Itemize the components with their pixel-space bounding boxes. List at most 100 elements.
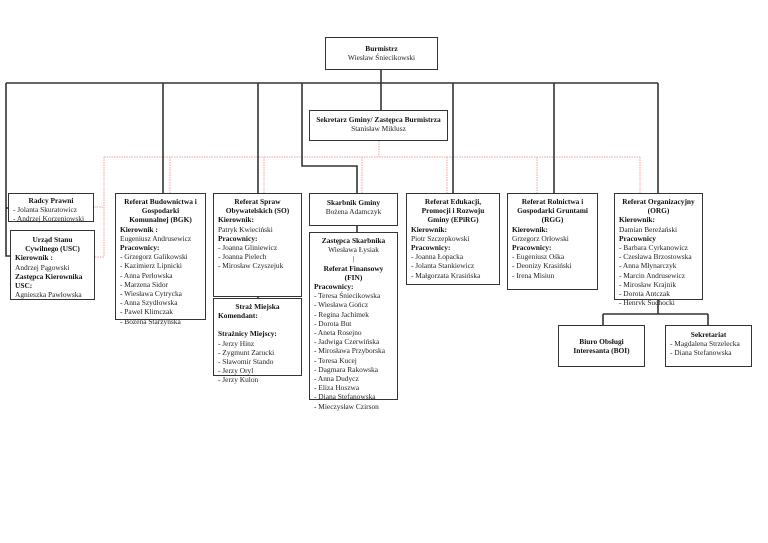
node-straz-miejska: Straż Miejska Komendant: Strażnicy Miejs…: [213, 298, 302, 384]
epirg-staff: - Małgorzata Krasińska: [411, 270, 481, 280]
straz-staff: - Sławomir Stando: [218, 357, 274, 367]
node-fin: Zastępca Skarbnika Wiesława Łysiak | Ref…: [309, 232, 398, 411]
so-head-label: Kierownik:: [218, 215, 254, 225]
bgk-head-label: Kierownik :: [120, 224, 158, 234]
bgk-staff: - Anna Perłowska: [120, 270, 173, 280]
fin-staff: - Eliza Hoszwa: [314, 383, 360, 393]
rgg-staff: - Irena Misiun: [512, 270, 555, 280]
org-staff: - Anna Młynarczyk: [619, 261, 677, 271]
rgg-head-label: Kierownik:: [512, 224, 548, 234]
epirg-head-label: Kierownik:: [411, 224, 447, 234]
so-staff: - Joanna Gliniewicz: [218, 243, 278, 253]
epirg-staff: - Joanna Łopacka: [411, 252, 464, 262]
epirg-staff-label: Pracownicy:: [411, 243, 451, 253]
fin-title: Referat Finansowy: [323, 263, 384, 273]
straz-staff: - Jerzy Oryl: [218, 366, 254, 376]
radcy-member: - Jolanta Skuratowicz: [13, 205, 78, 215]
node-burmistrz: Burmistrz Wiesław Śniecikowski: [325, 37, 438, 70]
black-line-to-usc: [5, 83, 10, 257]
rgg-head-name: Grzegorz Orłowski: [512, 233, 569, 243]
epirg-title: Promocji i Rozwoju: [421, 206, 485, 216]
node-sekretariat: Sekretariat - Magdalena Strzelecka - Dia…: [665, 325, 752, 367]
org-staff: - Mirosław Krajnik: [619, 279, 677, 289]
usc-deputy-label: USC:: [15, 281, 33, 291]
bgk-staff-label: Pracownicy:: [120, 243, 160, 253]
sekretariat-member: - Magdalena Strzelecka: [670, 339, 740, 349]
node-radcy-prawni: Radcy Prawni - Jolanta Skuratowicz - And…: [8, 193, 94, 224]
fin-staff: - Diana Stefanowska: [314, 392, 376, 402]
sekretarz-title: Sekretarz Gminy/ Zastępca Burmistrza: [316, 115, 441, 124]
fin-staff: - Mirosława Przyborska: [314, 346, 386, 356]
skarbnik-name: Bożena Adamczyk: [325, 207, 382, 217]
fin-staff: - Teresa Śniecikowska: [314, 291, 381, 301]
node-skarbnik: Skarbnik Gminy Bożena Adamczyk: [309, 193, 398, 226]
bgk-staff: - Marzena Sidor: [120, 279, 169, 289]
radcy-member: - Andrzej Korzeniowski: [13, 214, 85, 224]
usc-head-label: Kierownik :: [15, 253, 53, 263]
so-staff: - Mirosław Czyszejuk: [218, 261, 284, 271]
fin-staff: - Regina Jachimek: [314, 309, 370, 319]
fin-title: (FIN): [344, 272, 363, 282]
org-staff-label: Pracownicy: [619, 233, 656, 243]
burmistrz-title: Burmistrz: [365, 44, 398, 53]
epirg-staff: - Jolanta Stankiewicz: [411, 261, 475, 271]
epirg-head-name: Piotr Szczepkowski: [411, 233, 470, 243]
epirg-title: Gminy (EPiRG): [427, 215, 479, 225]
rgg-staff: - Eugeniusz Ośka: [512, 252, 565, 262]
so-title: Obywatelskich (SO): [225, 206, 290, 216]
bgk-staff: - Grzegorz Galikowski: [120, 252, 188, 262]
radcy-title: Radcy Prawni: [28, 196, 74, 205]
straz-title: Straż Miejska: [235, 302, 280, 311]
sekretarz-name: Stanisław Miklusz: [351, 124, 406, 134]
rgg-staff-label: Pracownicy:: [512, 243, 552, 253]
org-staff: - Henrvk Suchocki: [619, 298, 675, 308]
org-head-label: Kierownik:: [619, 215, 655, 225]
node-rgg: Referat Rolnictwa i Gospodarki Gruntami …: [507, 193, 598, 290]
org-title: (ORG): [647, 206, 670, 216]
bgk-staff: - Anna Szydłowska: [120, 298, 178, 308]
boi-title: Biuro Obsługi: [579, 337, 624, 346]
fin-staff-label: Pracownicy:: [314, 282, 354, 292]
node-boi: Biuro Obsługi Interesanta (BOI): [558, 325, 645, 367]
fin-deputy-name: Wiesława Łysiak: [328, 245, 379, 255]
epirg-title: Referat Edukacji,: [424, 197, 482, 206]
fin-staff: - Dagmara Rakowska: [314, 364, 379, 374]
sekretariat-title: Sekretariat: [690, 330, 727, 339]
boi-title: Interesanta (BOI): [573, 346, 630, 356]
rgg-staff: - Deonizy Krasiński: [512, 261, 572, 271]
node-bgk: Referat Budownictwa i Gospodarki Komunal…: [115, 193, 206, 326]
bgk-staff: - Paweł Klimczak: [120, 307, 173, 317]
so-staff: - Joanna Pielech: [218, 252, 267, 262]
straz-staff: - Jerzy Kulon: [218, 375, 259, 385]
straz-staff-label: Strażnicy Miejscy:: [218, 329, 277, 339]
org-staff: - Dorota Antczak: [619, 289, 670, 299]
org-staff: - Barbara Cyrkanowicz: [619, 243, 688, 253]
bgk-title: Gospodarki: [141, 206, 180, 216]
fin-staff: - Wiesława Gończ: [314, 300, 369, 310]
fin-deputy-title: Zastępca Skarbnika: [321, 236, 386, 245]
fin-separator: |: [352, 254, 355, 264]
fin-staff: - Jadwiga Czerwińska: [314, 337, 380, 347]
so-head-name: Patryk Kwieciński: [218, 224, 273, 234]
bgk-title: Referat Budownictwa i: [124, 197, 197, 206]
straz-staff: - Zygmunt Zarucki: [218, 347, 275, 357]
so-title: Referat Spraw: [234, 197, 281, 206]
node-epirg: Referat Edukacji, Promocji i Rozwoju Gmi…: [406, 193, 500, 285]
org-staff: - Czesława Brzostowska: [619, 252, 692, 262]
usc-head-name: Andrzej Pągowski: [15, 262, 70, 272]
org-title: Referat Organizacyjny: [622, 197, 695, 206]
node-sekretarz: Sekretarz Gminy/ Zastępca Burmistrza Sta…: [309, 110, 448, 141]
fin-staff: - Dorota But: [314, 318, 352, 328]
red-dotted-connectors: [94, 141, 641, 258]
fin-staff: - Teresa Kucej: [314, 355, 357, 365]
straz-head-label: Komendant:: [218, 311, 258, 321]
black-connectors: [5, 70, 709, 325]
usc-title: Urząd Stanu: [32, 235, 73, 244]
fin-staff: - Anna Dudycz: [314, 374, 359, 384]
bgk-staff: - Wiesława Cytrycka: [120, 289, 182, 299]
straz-staff: - Jerzy Hinz: [218, 338, 255, 348]
skarbnik-title: Skarbnik Gminy: [326, 198, 381, 207]
black-line-to-skarbnik: [301, 83, 358, 193]
so-staff-label: Pracownicy:: [218, 233, 258, 243]
